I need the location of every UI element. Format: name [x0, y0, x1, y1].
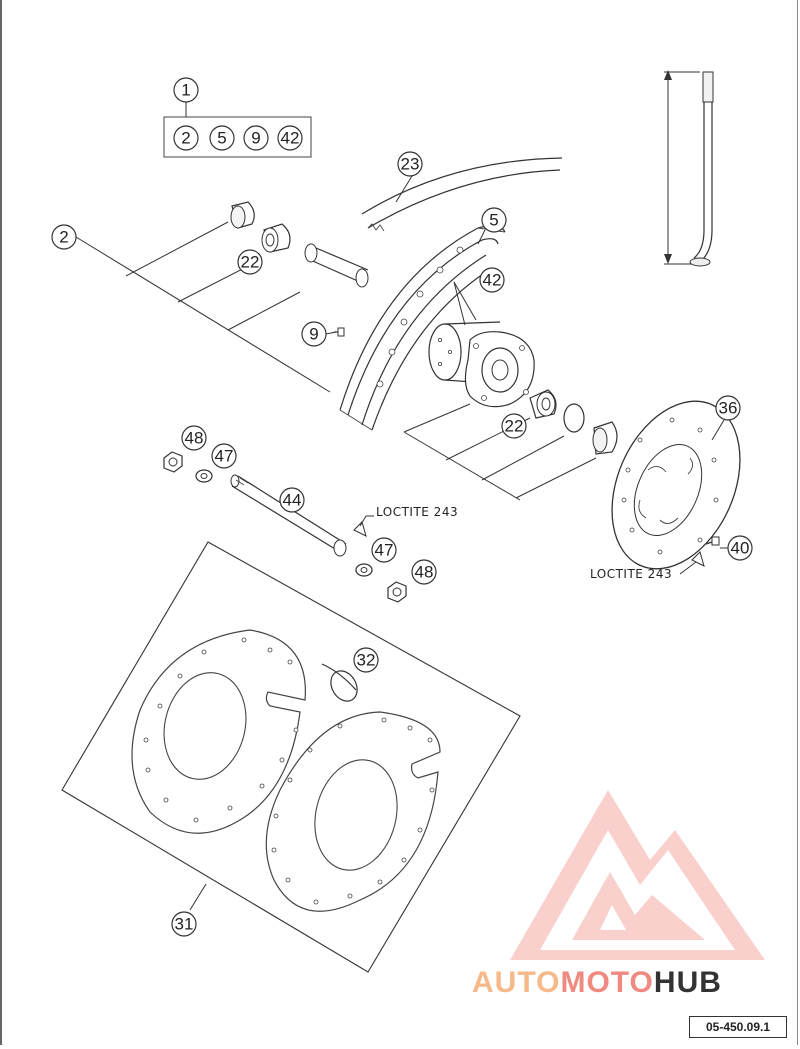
- svg-text:2: 2: [59, 228, 68, 247]
- callout-5-kit: 5: [209, 125, 235, 151]
- diagram-code-label: 05-450.09.1: [689, 1016, 787, 1038]
- callout-22-mid: 22: [501, 413, 527, 439]
- callout-31: 31: [171, 911, 197, 937]
- callout-42-kit: 42: [277, 125, 303, 151]
- callout-47-bottom: 47: [371, 537, 397, 563]
- assembly-axis-lines: [75, 221, 597, 501]
- svg-text:47: 47: [375, 541, 394, 560]
- callout-48-top: 48: [181, 425, 207, 451]
- callout-48-bottom: 48: [411, 559, 437, 585]
- callout-47-top: 47: [211, 443, 237, 469]
- callout-1: 1: [173, 77, 199, 103]
- spacer-right-part: [592, 421, 618, 455]
- watermark-text-moto: MOTO: [560, 966, 653, 999]
- nut-top-part: [163, 451, 183, 473]
- kit-group: [163, 101, 312, 158]
- callout-36: 36: [715, 395, 741, 421]
- callout-44: 44: [279, 487, 305, 513]
- svg-text:47: 47: [215, 447, 234, 466]
- svg-text:22: 22: [241, 253, 260, 272]
- leader-lines: [189, 175, 728, 911]
- loctite-label-disc: LOCTITE 243: [590, 567, 672, 581]
- svg-text:48: 48: [415, 563, 434, 582]
- svg-text:42: 42: [483, 271, 502, 290]
- svg-text:2: 2: [181, 129, 190, 148]
- svg-text:36: 36: [719, 399, 738, 418]
- svg-text:5: 5: [217, 129, 226, 148]
- callout-2-kit: 2: [173, 125, 199, 151]
- bearing-right-part: [529, 389, 557, 419]
- svg-text:32: 32: [357, 651, 376, 670]
- callout-23: 23: [397, 151, 423, 177]
- hub-part: [428, 281, 535, 408]
- left-frame-border: [0, 0, 2, 1045]
- disc-bolt-part: [691, 536, 720, 567]
- callout-9: 9: [301, 321, 327, 347]
- cable-tie-part: [321, 663, 358, 702]
- washer-bottom-part: [355, 563, 373, 577]
- svg-text:9: 9: [251, 129, 260, 148]
- svg-text:42: 42: [281, 129, 300, 148]
- rim-tape-part: [361, 157, 563, 232]
- svg-text:23: 23: [401, 155, 420, 174]
- watermark-logo: [510, 790, 765, 960]
- svg-text:1: 1: [181, 81, 190, 100]
- spacer-left-part: [230, 201, 255, 229]
- brake-disc-part: [611, 400, 741, 570]
- svg-text:40: 40: [731, 539, 750, 558]
- callout-9-kit: 9: [243, 125, 269, 151]
- svg-text:9: 9: [309, 325, 318, 344]
- callout-22-top: 22: [237, 249, 263, 275]
- watermark-text: AUTOMOTOHUB: [472, 966, 722, 999]
- axle-part: [230, 474, 367, 557]
- right-frame-border: [797, 0, 798, 1045]
- distance-tube-part: [304, 243, 369, 288]
- seal-ring-part: [563, 403, 585, 433]
- svg-text:22: 22: [505, 417, 524, 436]
- washer-top-part: [195, 469, 213, 483]
- svg-text:31: 31: [175, 915, 194, 934]
- svg-text:48: 48: [185, 429, 204, 448]
- loctite-label-axle: LOCTITE 243: [376, 505, 458, 519]
- watermark-text-hub: HUB: [654, 966, 722, 999]
- callout-5: 5: [481, 207, 507, 233]
- callout-40: 40: [727, 535, 753, 561]
- watermark-text-auto: AUTO: [472, 966, 560, 999]
- callout-2: 2: [51, 224, 77, 250]
- svg-text:5: 5: [489, 211, 498, 230]
- spoke-part: [664, 70, 714, 267]
- gasket-sheet-part: [61, 541, 521, 973]
- svg-text:44: 44: [283, 491, 302, 510]
- nut-bottom-part: [387, 581, 407, 603]
- callout-32: 32: [353, 647, 379, 673]
- bearing-left-part: [261, 223, 291, 253]
- callout-42: 42: [479, 267, 505, 293]
